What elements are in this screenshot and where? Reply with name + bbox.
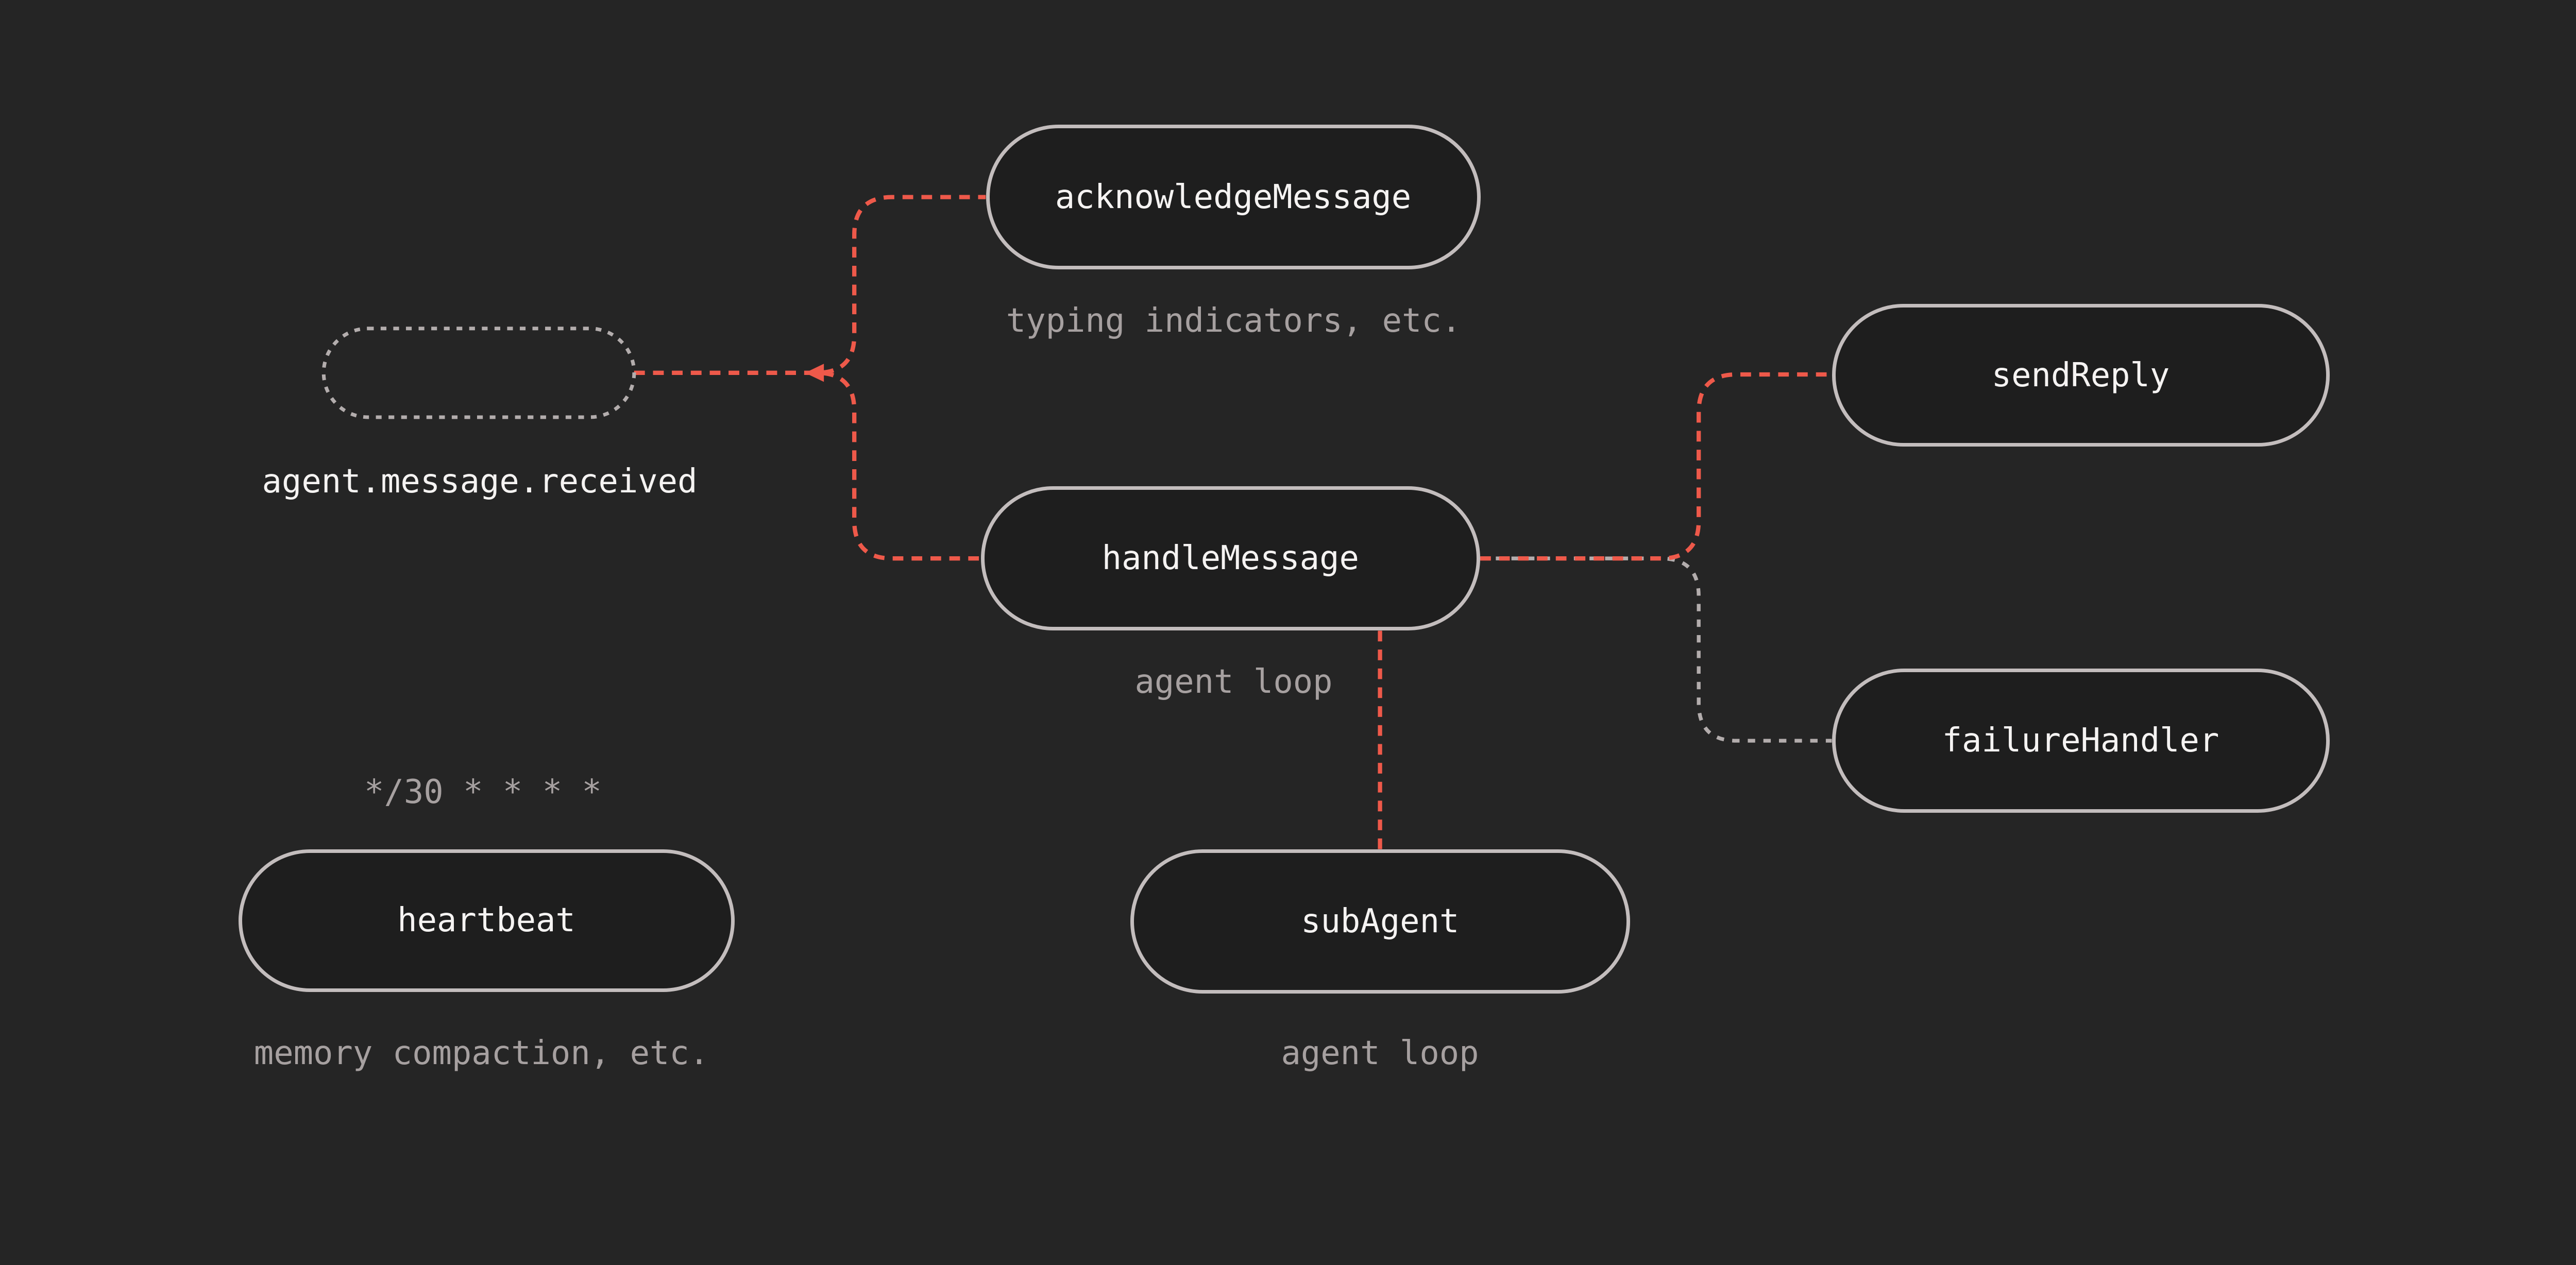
node-heartbeat: heartbeat [238,849,735,993]
node-label: sendReply [1991,356,2170,395]
node-label: heartbeat [397,901,575,940]
node-label: subAgent [1301,902,1460,941]
edge-trigger-to-acknowledge [634,195,986,375]
node-handle-message: handleMessage [980,486,1480,631]
node-sub-agent: subAgent [1130,849,1630,994]
label-cron-schedule: */30 * * * * [364,773,602,811]
fork-arrowhead-icon [805,364,824,382]
node-send-reply: sendReply [1832,303,2330,447]
caption-typing-indicators: typing indicators, etc. [1006,301,1462,340]
edges-layer [321,195,1832,849]
caption-agent-loop-handle: agent loop [1134,663,1333,702]
node-acknowledge-message: acknowledgeMessage [986,125,1481,269]
node-label: acknowledgeMessage [1055,178,1412,216]
edge-handle-to-failure-handler [1480,556,1832,743]
caption-memory-compaction: memory compaction, etc. [253,1034,709,1072]
node-failure-handler: failureHandler [1832,668,2330,813]
diagram-canvas: acknowledgeMessage handleMessage sendRep… [238,125,2330,1072]
node-label: handleMessage [1101,539,1359,578]
caption-agent-loop-subagent: agent loop [1281,1034,1479,1072]
label-event-name: agent.message.received [262,463,698,501]
node-trigger-placeholder [321,327,636,419]
edge-handle-to-send-reply [1480,372,1832,561]
edge-trigger-to-handle [634,370,981,561]
node-label: failureHandler [1942,722,2219,760]
